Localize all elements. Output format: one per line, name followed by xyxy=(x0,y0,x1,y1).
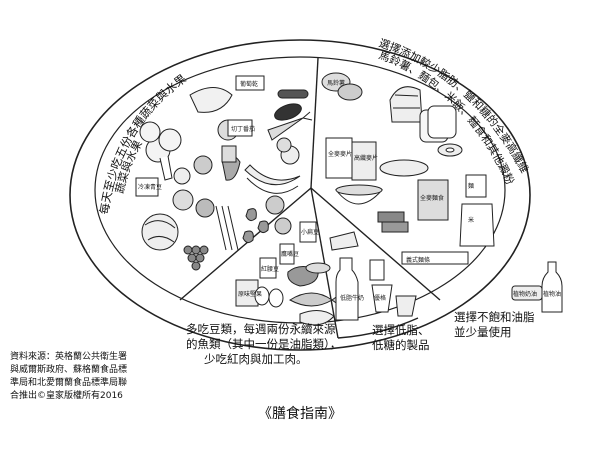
label-protein-line3: 少吃紅肉與加工肉。 xyxy=(204,352,308,366)
can-lentils-icon xyxy=(299,221,317,243)
fruit-veg-illustrations xyxy=(135,75,313,271)
cheese-wedge-icon xyxy=(395,295,417,317)
source-line: 資料來源：英格蘭公共衛生署 xyxy=(10,352,128,362)
cheese-icon xyxy=(329,231,359,251)
spaghetti-pack-icon xyxy=(401,251,469,265)
milk-bottle-icon xyxy=(335,257,359,321)
label-yogurt: 優格 xyxy=(374,294,386,302)
carrot-icon xyxy=(267,111,313,141)
apple-icon xyxy=(172,119,239,218)
label-dairy-line2: 低糖的製品 xyxy=(372,338,430,352)
cereal-box-icon xyxy=(325,137,377,181)
dried-fruit-icon xyxy=(235,75,265,91)
label-kidney-beans: 紅腰豆 xyxy=(261,265,279,273)
cereal-bowl-icon xyxy=(334,184,384,205)
milk-carton-icon xyxy=(369,259,385,281)
eggs-icon xyxy=(254,286,284,308)
noodle-box-icon xyxy=(465,174,487,198)
source-note: 資料來源：英格蘭公共衛生署 與威爾斯政府、蘇格蘭食品標 準局和北愛爾蘭食品標準局… xyxy=(10,351,180,403)
label-milk: 低脂牛奶 xyxy=(340,294,364,302)
label-chickpeas: 鷹嘴豆 xyxy=(281,250,299,258)
cucumber-icon xyxy=(277,89,309,99)
label-lentils: 小扁豆 xyxy=(301,228,319,236)
broccoli-icon xyxy=(139,121,182,181)
label-nuts: 原味堅果 xyxy=(238,290,262,298)
onion-icon xyxy=(276,137,300,165)
eggplant-icon xyxy=(274,103,302,121)
oils-illustrations xyxy=(511,261,563,313)
tuna-can-icon xyxy=(305,262,331,274)
label-cereal-b: 高纖麥片 xyxy=(354,154,378,162)
label-potato: 馬鈴薯 xyxy=(327,79,345,87)
label-pasta: 全麥麵食 xyxy=(420,194,444,202)
label-oil-bottle: 植物油 xyxy=(543,290,561,298)
yogurt-pot-icon xyxy=(371,284,393,313)
source-line: 與威爾斯政府、蘇格蘭食品標 xyxy=(10,365,128,375)
label-oils-line1: 選擇不飽和油脂 xyxy=(454,310,535,324)
label-oils-line2: 並少量使用 xyxy=(454,325,512,339)
lettuce-icon xyxy=(189,87,233,113)
protein-illustrations xyxy=(235,221,343,326)
label-dairy-line1: 選擇低脂、 xyxy=(372,323,430,337)
rice-sack-icon xyxy=(459,203,495,247)
potato-icon xyxy=(321,72,363,101)
label-frozen-veg: 冷凍青豆 xyxy=(138,183,162,191)
label-cereal-a: 全麥麥片 xyxy=(328,150,352,158)
cabbage-icon xyxy=(141,213,179,251)
plate-inner-rim xyxy=(94,56,506,324)
page-title: 《膳食指南》 xyxy=(258,406,342,422)
segment-dividers xyxy=(179,57,441,339)
can-chickpeas-icon xyxy=(279,243,295,265)
label-dried-fruit: 葡萄乾 xyxy=(240,80,258,88)
label-rice: 米 xyxy=(468,216,474,224)
source-line: 合推出©皇家版權所有2016 xyxy=(10,391,123,401)
wrap-bread-icon xyxy=(379,159,429,177)
oil-bottle-icon xyxy=(541,261,563,313)
label-protein-line1: 多吃豆類，每週兩份永續來源 xyxy=(186,322,336,336)
pasta-box-icon xyxy=(417,179,449,221)
starch-illustrations xyxy=(321,72,495,265)
can-kidney-beans-icon xyxy=(259,257,277,279)
leek-icon xyxy=(215,205,239,251)
orange-icon xyxy=(265,195,292,235)
product-labels: 葡萄乾 切丁番茄 冷凍青豆 馬鈴薯 全麥麥片 高纖麥片 全麥麵食 米 麵 義式麵… xyxy=(138,79,561,302)
grapes-icon xyxy=(183,245,209,271)
canned-tomato-icon xyxy=(227,119,253,137)
banana-icon xyxy=(244,164,301,194)
juice-jar-icon xyxy=(221,145,237,163)
source-line: 準局和北愛爾蘭食品標準局聯 xyxy=(10,378,128,388)
label-crackers: 義式麵條 xyxy=(406,256,430,264)
label-canned-tomato: 切丁番茄 xyxy=(231,125,255,133)
dairy-illustrations xyxy=(329,231,417,321)
label-protein-line2: 的魚類（其中一份是油脂類）， xyxy=(186,337,342,351)
label-oil-spread: 植物奶油 xyxy=(513,290,537,298)
frozen-veg-icon xyxy=(135,177,159,197)
strawberry-icon xyxy=(242,208,269,244)
chicken-icon xyxy=(299,310,335,326)
bagel-icon xyxy=(437,143,463,157)
sliced-bread-icon xyxy=(419,105,457,143)
label-noodle: 麵 xyxy=(468,182,474,190)
crackers-icon xyxy=(377,211,409,233)
